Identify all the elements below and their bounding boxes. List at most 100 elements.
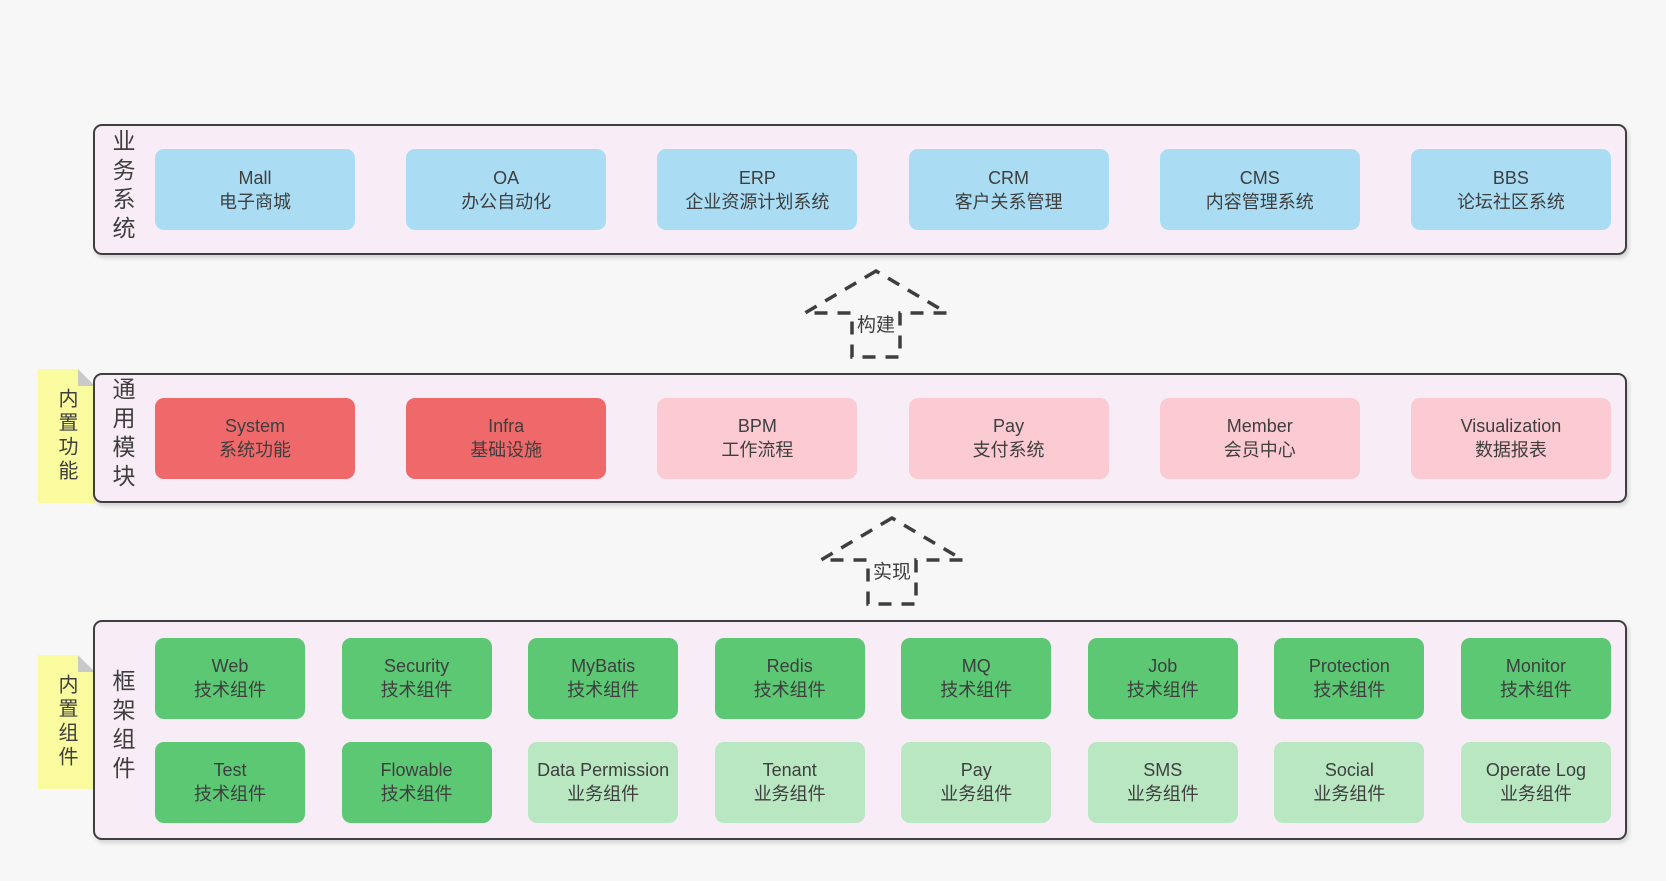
box-title: Flowable [380, 760, 453, 780]
band-business-systems: 业务系统 Mall 电子商城 OA 办公自动化 ERP 企业资源计划系统 CRM… [93, 124, 1627, 255]
box-monitor: Monitor 技术组件 [1460, 637, 1611, 719]
box-subtitle: 基础设施 [470, 440, 543, 460]
box-cms: CMS 内容管理系统 [1159, 149, 1360, 230]
box-subtitle: 技术组件 [1313, 680, 1386, 700]
box-mybatis: MyBatis 技术组件 [528, 637, 679, 719]
box-protection: Protection 技术组件 [1274, 637, 1425, 719]
box-subtitle: 业务组件 [567, 784, 640, 804]
box-subtitle: 数据报表 [1474, 440, 1547, 460]
box-subtitle: 业务组件 [1313, 784, 1386, 804]
band-framework-components: 框架组件 Web 技术组件 Security 技术组件 MyBatis 技术组件… [93, 620, 1627, 840]
box-subtitle: 技术组件 [753, 680, 826, 700]
box-title: SMS [1143, 760, 1183, 780]
box-mall: Mall 电子商城 [155, 149, 355, 230]
box-data-permission: Data Permission 业务组件 [528, 741, 679, 823]
box-row: Mall 电子商城 OA 办公自动化 ERP 企业资源计划系统 CRM 客户关系… [149, 149, 1625, 230]
box-pay-module: Pay 支付系统 [908, 397, 1109, 479]
box-row: System 系统功能 Infra 基础设施 BPM 工作流程 Pay 支付系统… [149, 397, 1625, 479]
box-subtitle: 工作流程 [721, 440, 794, 460]
box-bpm: BPM 工作流程 [657, 397, 858, 479]
box-subtitle: 业务组件 [1499, 784, 1572, 804]
box-title: BBS [1492, 167, 1529, 188]
box-title: Social [1324, 760, 1374, 780]
box-subtitle: 技术组件 [380, 680, 453, 700]
box-subtitle: 系统功能 [219, 440, 291, 460]
dashed-up-arrow-icon [819, 516, 965, 606]
box-title: Security [384, 656, 450, 676]
box-security: Security 技术组件 [341, 637, 492, 719]
box-title: Protection [1308, 656, 1390, 676]
box-subtitle: 技术组件 [1126, 680, 1199, 700]
box-subtitle: 会员中心 [1223, 440, 1296, 460]
box-subtitle: 技术组件 [194, 784, 266, 804]
box-row: Test 技术组件 Flowable 技术组件 Data Permission … [149, 741, 1625, 823]
box-job: Job 技术组件 [1087, 637, 1238, 719]
box-title: Test [213, 760, 247, 780]
box-row: Web 技术组件 Security 技术组件 MyBatis 技术组件 Redi… [149, 637, 1625, 719]
box-flowable: Flowable 技术组件 [341, 741, 492, 823]
box-title: CRM [988, 167, 1030, 188]
box-pay-component: Pay 业务组件 [901, 741, 1052, 823]
box-title: OA [493, 167, 520, 188]
box-subtitle: 客户关系管理 [954, 191, 1063, 212]
box-subtitle: 技术组件 [567, 680, 640, 700]
box-title: Operate Log [1485, 760, 1586, 780]
box-subtitle: 技术组件 [940, 680, 1013, 700]
band-common-modules: 通用模块 System 系统功能 Infra 基础设施 BPM 工作流程 Pay… [93, 373, 1627, 503]
box-title: Web [211, 656, 249, 676]
sticky-tag-builtin-components: 内置组件 [38, 655, 95, 789]
box-title: Infra [488, 416, 525, 436]
box-infra: Infra 基础设施 [406, 397, 607, 479]
box-subtitle: 技术组件 [1499, 680, 1572, 700]
box-erp: ERP 企业资源计划系统 [657, 149, 858, 230]
box-social: Social 业务组件 [1274, 741, 1425, 823]
band-label: 业务系统 [109, 128, 135, 245]
box-title: Pay [960, 760, 992, 780]
box-redis: Redis 技术组件 [714, 637, 865, 719]
box-title: Pay [993, 416, 1025, 436]
box-sms: SMS 业务组件 [1087, 741, 1238, 823]
sticky-tag-label: 内置组件 [55, 674, 77, 770]
box-title: Job [1148, 656, 1178, 676]
box-subtitle: 业务组件 [753, 784, 826, 804]
band-label: 通用模块 [109, 377, 135, 493]
box-subtitle: 企业资源计划系统 [685, 191, 830, 212]
arrow-label: 构建 [853, 315, 899, 336]
box-member: Member 会员中心 [1159, 397, 1360, 479]
box-crm: CRM 客户关系管理 [908, 149, 1109, 230]
box-subtitle: 电子商城 [219, 191, 291, 212]
box-title: BPM [737, 416, 777, 436]
box-title: Member [1226, 416, 1293, 436]
box-title: Tenant [762, 760, 817, 780]
box-title: CMS [1239, 167, 1280, 188]
box-subtitle: 技术组件 [380, 784, 453, 804]
box-subtitle: 支付系统 [972, 440, 1045, 460]
box-title: Visualization [1460, 416, 1562, 436]
box-visualization: Visualization 数据报表 [1410, 397, 1611, 479]
box-web: Web 技术组件 [155, 637, 305, 719]
box-tenant: Tenant 业务组件 [714, 741, 865, 823]
box-subtitle: 内容管理系统 [1205, 191, 1314, 212]
box-subtitle: 业务组件 [1126, 784, 1199, 804]
sticky-tag-label: 内置功能 [55, 388, 77, 484]
box-title: MyBatis [571, 656, 636, 676]
box-subtitle: 技术组件 [194, 680, 266, 700]
box-title: Data Permission [537, 760, 670, 780]
box-title: Redis [766, 656, 813, 676]
arrow-up-build: 构建 [803, 269, 949, 359]
dashed-up-arrow-icon [803, 269, 949, 359]
box-subtitle: 论坛社区系统 [1456, 191, 1565, 212]
box-bbs: BBS 论坛社区系统 [1410, 149, 1611, 230]
box-title: System [224, 416, 285, 436]
box-subtitle: 业务组件 [940, 784, 1013, 804]
box-title: Monitor [1505, 656, 1566, 676]
band-label: 框架组件 [109, 669, 135, 785]
box-title: Mall [238, 167, 272, 188]
box-oa: OA 办公自动化 [406, 149, 607, 230]
box-subtitle: 办公自动化 [461, 191, 552, 212]
box-system: System 系统功能 [155, 397, 355, 479]
arrow-label: 实现 [869, 562, 915, 583]
box-operate-log: Operate Log 业务组件 [1460, 741, 1611, 823]
component-rows: Web 技术组件 Security 技术组件 MyBatis 技术组件 Redi… [149, 637, 1625, 823]
box-test: Test 技术组件 [155, 741, 305, 823]
